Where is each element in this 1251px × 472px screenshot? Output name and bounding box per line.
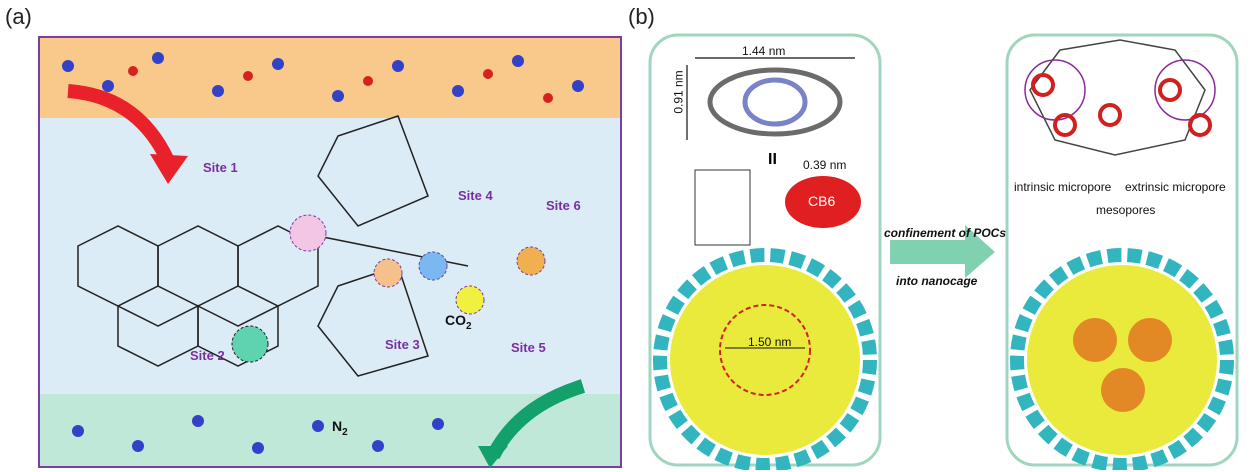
intrinsic-micropore-label: intrinsic micropore [1014, 180, 1112, 194]
co2-molecules [128, 66, 553, 103]
panel-b-diagram [648, 33, 1239, 470]
width-dimension: 1.44 nm [742, 44, 786, 58]
panel-b-label: (b) [628, 4, 655, 29]
cb6-shape [785, 176, 861, 228]
permeate-band [40, 394, 620, 466]
arrow-label-bottom: into nanocage [896, 274, 978, 288]
extrinsic-micropore-label: extrinsic micropore [1125, 180, 1226, 194]
green-arrow [486, 379, 586, 460]
site-1-label: Site 1 [203, 160, 238, 175]
height-dimension: 0.91 nm [671, 70, 686, 114]
confined-pocs [1073, 318, 1172, 412]
panel-a-label: (a) [5, 4, 32, 29]
arrow-label-top: confinement of POCs [884, 226, 1007, 240]
cage-dimension: 1.50 nm [748, 335, 792, 349]
feed-gas-band [40, 38, 620, 118]
mof-sphere-left [670, 265, 860, 455]
cb6-label: CB6 [808, 193, 836, 209]
mesopores-label: mesopores [1096, 203, 1156, 217]
red-arrow [67, 84, 175, 165]
cucurbituril-structure [707, 67, 843, 137]
confinement-arrow [890, 225, 995, 278]
site-4-label: Site 4 [458, 188, 493, 203]
site-2-label: Site 2 [190, 348, 225, 363]
poc-cage [1024, 39, 1216, 156]
site-3-label: Site 3 [385, 337, 420, 352]
site-5-label: Site 5 [511, 340, 546, 355]
co2-label: CO2 [445, 312, 472, 332]
panel-a-diagram [38, 36, 622, 468]
site-6-label: Site 6 [546, 198, 581, 213]
n2-label: N2 [332, 418, 348, 438]
mof-sphere-right [1027, 265, 1217, 455]
cb6-dimension: 0.39 nm [803, 158, 847, 172]
roman-label: II [768, 151, 777, 168]
